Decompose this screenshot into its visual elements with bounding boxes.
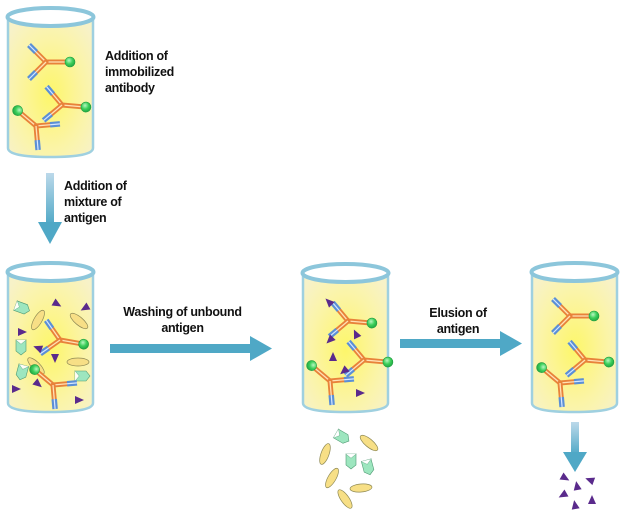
step-label-antigen-mixture: Addition of mixture of antigen — [64, 178, 127, 226]
antigen-arrowhead-icon — [332, 428, 352, 446]
label-line: Elusion of — [429, 306, 487, 320]
antigen-ellipse-icon — [66, 357, 90, 367]
antigen-triangle-icon — [556, 489, 569, 501]
antigen-arrowhead-icon — [360, 458, 376, 477]
antigen-triangle-icon — [572, 480, 582, 491]
label-line: mixture of — [64, 195, 122, 209]
antigen-ellipse-icon — [357, 432, 381, 454]
antigen-triangle-icon — [570, 499, 580, 510]
label-line: immobilized — [105, 65, 174, 79]
label-line: antigen — [436, 322, 480, 336]
label-line: antibody — [105, 81, 155, 95]
beaker-immobilized-antibody — [3, 6, 96, 159]
arrow-down-icon — [38, 173, 62, 244]
antigen-triangle-icon — [588, 495, 596, 504]
arrow-down-icon — [563, 422, 587, 472]
eluted-antigen-pile — [556, 422, 596, 510]
beaker-antigen-mixture — [5, 261, 96, 414]
antigen-arrowhead-icon — [345, 453, 357, 470]
label-line: Addition of — [64, 179, 127, 193]
antigen-ellipse-icon — [322, 466, 342, 490]
antigen-triangle-icon — [583, 474, 596, 486]
beaker-bound-antigen — [297, 262, 395, 414]
antigen-ellipse-icon — [317, 441, 333, 467]
arrow-right-icon — [110, 336, 272, 361]
label-line: Washing of unbound — [123, 305, 242, 319]
antigen-ellipse-icon — [349, 482, 373, 494]
beaker-after-elution — [527, 261, 620, 414]
step-label-washing: Washing of unbound antigen — [115, 304, 250, 336]
unbound-antigen-pile — [317, 428, 381, 511]
label-line: Addition of — [105, 49, 168, 63]
label-line: antigen — [161, 321, 204, 335]
label-line: antigen — [64, 211, 107, 225]
antigen-triangle-icon — [559, 472, 572, 484]
step-label-immobilized-antibody: Addition of immobilized antibody — [105, 48, 174, 96]
arrow-right-icon — [400, 331, 522, 356]
step-label-elusion: Elusion of antigen — [418, 305, 498, 337]
